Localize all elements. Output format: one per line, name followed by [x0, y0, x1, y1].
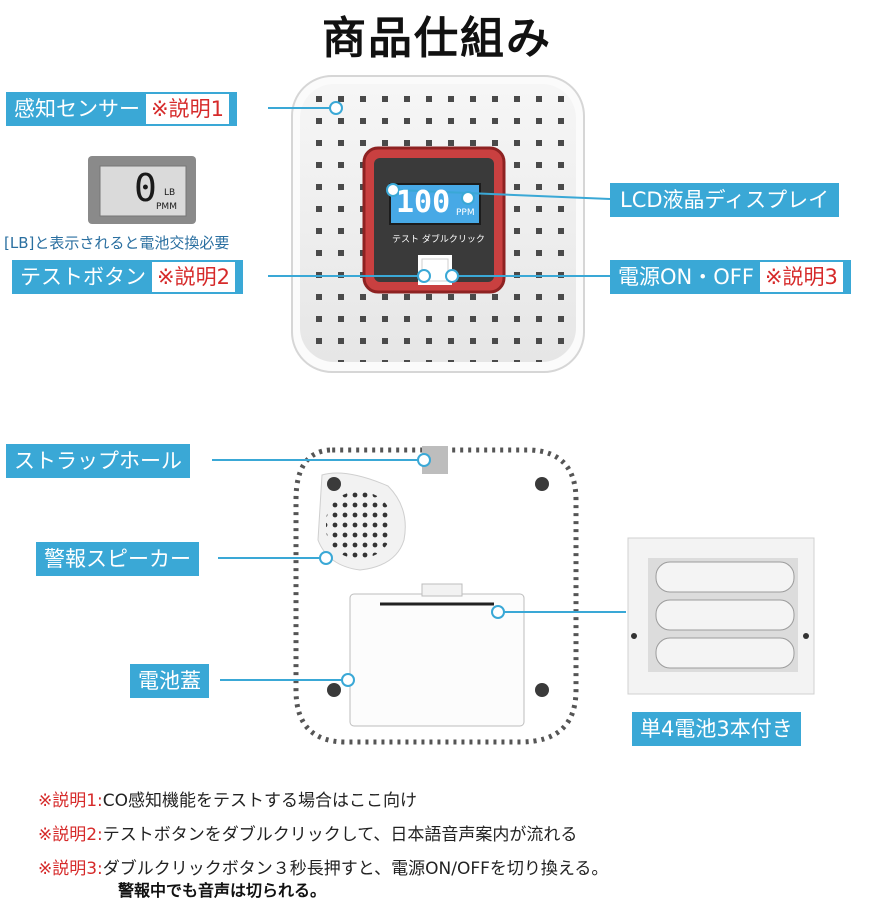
device-caption: テスト ダブルクリック [392, 235, 485, 245]
mini-lcd-value: 0 [134, 166, 157, 210]
note-1-text: CO感知機能をテストする場合はここ向け [102, 791, 418, 811]
front-device [291, 75, 585, 373]
mini-lcd-unit: PMM [156, 202, 177, 212]
note-2: ※説明2:テストボタンをダブルクリックして、日本語音声案内が流れる [38, 820, 577, 845]
note-1-key: ※説明1: [38, 791, 103, 811]
note-2-text: テストボタンをダブルクリックして、日本語音声案内が流れる [102, 825, 578, 845]
mini-lcd-lb: LB [164, 188, 176, 198]
note-3-text: ダブルクリックボタン３秒長押すと、電源ON/OFFを切り換える。 [102, 859, 609, 879]
callout-sensor-note: ※説明1 [146, 94, 229, 124]
callout-power: 電源ON・OFF※説明3 [610, 260, 851, 294]
callout-power-note: ※説明3 [759, 262, 843, 292]
callout-battery-cover-label: 電池蓋 [138, 669, 201, 693]
front-leader-lines [268, 101, 611, 283]
lcd-readout: 100 [396, 185, 451, 220]
callout-strap-hole-label: ストラップホール [14, 449, 182, 473]
callout-power-label: 電源ON・OFF [618, 265, 754, 289]
callout-sensor: 感知センサー※説明1 [6, 92, 237, 126]
note-3-key: ※説明3: [38, 859, 103, 879]
callout-test-button-label: テストボタン [20, 265, 146, 289]
note-1: ※説明1:CO感知機能をテストする場合はここ向け [38, 786, 417, 811]
callout-test-button-note: ※説明2 [152, 262, 235, 292]
back-device [293, 446, 579, 745]
mini-lcd [88, 156, 196, 224]
callout-battery-cover: 電池蓋 [130, 664, 209, 698]
lcd-unit: PPM [456, 208, 475, 218]
callout-test-button: テストボタン※説明2 [12, 260, 243, 294]
callout-batteries: 単4電池3本付き [632, 712, 801, 746]
callout-lcd: LCD液晶ディスプレイ [610, 183, 840, 217]
callout-sensor-label: 感知センサー [14, 97, 140, 121]
battery-replace-note: [LB]と表示されると電池交換必要 [4, 234, 230, 252]
back-leader-lines [212, 453, 626, 687]
callout-strap-hole: ストラップホール [6, 444, 190, 478]
note-2-key: ※説明2: [38, 825, 103, 845]
page-title: 商品仕組み [322, 13, 552, 64]
callout-speaker-label: 警報スピーカー [44, 547, 191, 571]
battery-compartment [627, 537, 815, 695]
callout-speaker: 警報スピーカー [36, 542, 199, 576]
note-3-extra: 警報中でも音声は切られる。 [118, 881, 327, 900]
callout-lcd-label: LCD液晶ディスプレイ [620, 188, 830, 212]
note-3: ※説明3:ダブルクリックボタン３秒長押すと、電源ON/OFFを切り換える。 [38, 854, 608, 879]
callout-batteries-label: 単4電池3本付き [640, 717, 793, 741]
